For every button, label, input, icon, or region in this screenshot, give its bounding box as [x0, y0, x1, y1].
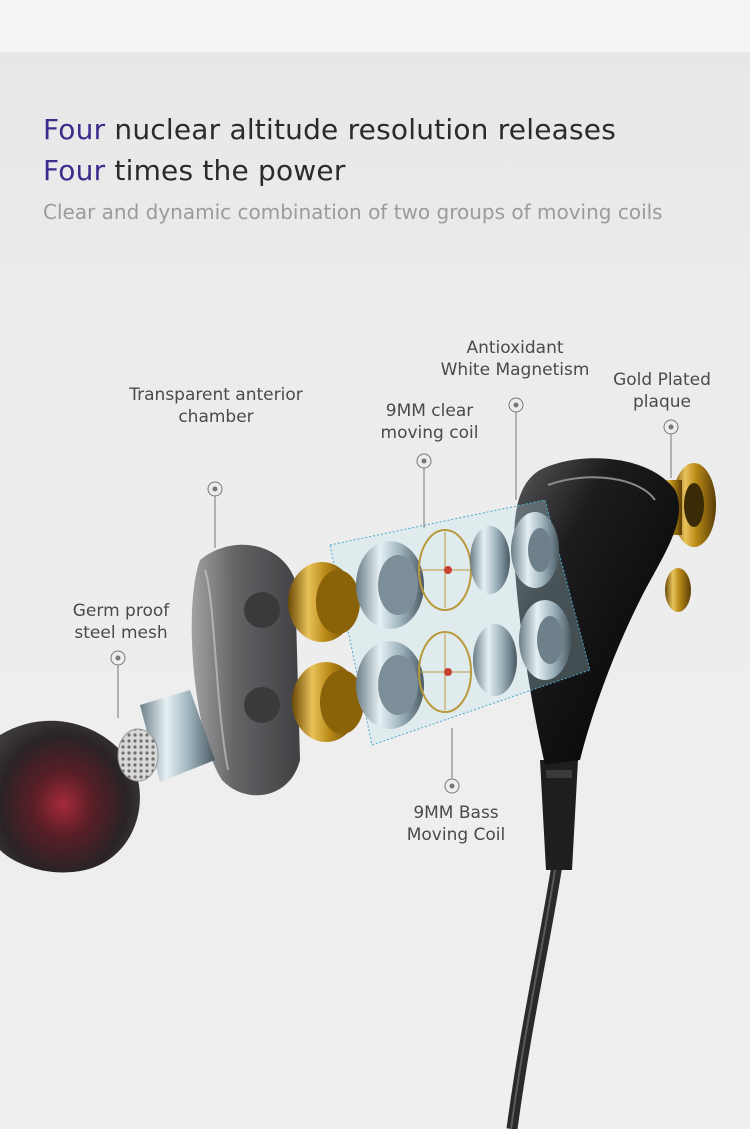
leader-lines: [117, 412, 672, 778]
headline-line-1: Four nuclear altitude resolution release…: [43, 113, 616, 146]
callout-germ-proof-line-1: Germ proof: [72, 601, 170, 621]
callout-bass-coil-line-1: 9MM Bass: [413, 803, 499, 823]
callout-antioxidant-line-1: Antioxidant: [466, 338, 564, 358]
callout-antioxidant-line-2: White Magnetism: [440, 360, 590, 380]
callout-bass-coil: 9MM Bass Moving Coil: [396, 802, 516, 846]
callout-transparent-line-2: chamber: [178, 407, 254, 427]
lower-coil-stack: [356, 600, 571, 729]
callout-gold-plated: Gold Plated plaque: [602, 369, 722, 413]
ear-tip: [0, 720, 140, 873]
callout-transparent-line-1: Transparent anterior: [129, 385, 303, 405]
cable-highlight: [510, 849, 559, 1129]
callout-germ-proof: Germ proof steel mesh: [62, 600, 180, 644]
headline-line-2: Four times the power: [43, 154, 346, 187]
steel-mesh: [117, 690, 215, 782]
headline-accent-1: Four: [43, 113, 106, 146]
upper-coil-stack: [356, 512, 559, 629]
transparent-chamber: [191, 544, 300, 796]
callout-gold-plated-line-2: plaque: [633, 392, 691, 412]
target-markers: [110, 397, 679, 794]
subtitle: Clear and dynamic combination of two gro…: [43, 200, 663, 224]
callout-clear-coil-line-1: 9MM clear: [385, 401, 474, 421]
callout-gold-plated-line-1: Gold Plated: [613, 370, 711, 390]
headline-rest-1: nuclear altitude resolution releases: [114, 113, 616, 146]
strain-relief-ring: [546, 770, 572, 778]
callout-germ-proof-line-2: steel mesh: [74, 623, 168, 643]
callout-transparent-chamber: Transparent anterior chamber: [118, 384, 314, 428]
strain-relief: [540, 760, 578, 870]
gold-rings: [288, 562, 364, 742]
headline-accent-2: Four: [43, 154, 106, 187]
top-strip: [0, 0, 750, 52]
callout-bass-coil-line-2: Moving Coil: [406, 825, 506, 845]
callout-antioxidant: Antioxidant White Magnetism: [430, 337, 600, 381]
callout-clear-coil: 9MM clear moving coil: [372, 400, 487, 444]
callout-clear-coil-line-2: moving coil: [380, 423, 479, 443]
headline-rest-2: times the power: [114, 154, 346, 187]
